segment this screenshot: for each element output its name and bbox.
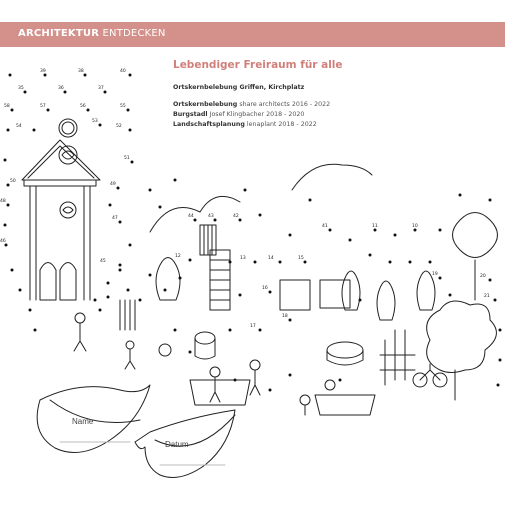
dot-number: 37 <box>98 85 104 91</box>
dot-number-labels: 39 38 40 35 36 37 58 57 56 55 54 53 52 5… <box>0 68 490 329</box>
credit-label: Landschaftsplanung <box>173 121 245 128</box>
dot-number: 46 <box>0 238 6 244</box>
dot-number: 48 <box>0 198 6 204</box>
credit-line: Burgstadl Josef Klingbacher 2018 - 2020 <box>173 111 304 118</box>
dot-number: 13 <box>240 255 246 261</box>
leaf-name-field[interactable] <box>36 384 151 453</box>
dot-number: 42 <box>233 213 239 219</box>
dot-number: 55 <box>120 103 126 109</box>
dot-number: 11 <box>372 223 378 229</box>
credit-value: share architects 2016 - 2022 <box>239 101 331 108</box>
dot-number: 36 <box>58 85 64 91</box>
dot-number: 17 <box>250 323 256 329</box>
dot-number: 49 <box>110 181 116 187</box>
dot-number: 54 <box>16 123 22 129</box>
credit-line: Landschaftsplanung lenaplant 2018 - 2022 <box>173 121 317 128</box>
dot-number: 20 <box>480 273 486 279</box>
dot-pattern <box>3 73 502 392</box>
dot-number: 16 <box>262 285 268 291</box>
header-banner: ARCHITEKTUR ENTDECKEN <box>0 22 505 47</box>
banner-title-bold: ARCHITEKTUR <box>18 28 100 39</box>
dot-number: 12 <box>175 253 181 259</box>
dot-number: 19 <box>432 271 438 277</box>
dot-number: 38 <box>78 68 84 74</box>
church-tower-drawing <box>21 118 101 301</box>
stage-drawing <box>199 224 351 311</box>
dot-number: 14 <box>268 255 274 261</box>
cloud-drawing <box>149 163 373 233</box>
name-field-label: Name <box>72 417 94 426</box>
dot-number: 35 <box>18 85 24 91</box>
project-subtitle: Ortskernbelebung Griffen, Kirchplatz <box>173 84 305 91</box>
dot-number: 43 <box>208 213 214 219</box>
fence-drawing <box>119 299 416 386</box>
dot-number: 53 <box>92 118 98 124</box>
dot-number: 56 <box>80 103 86 109</box>
dot-number: 45 <box>100 258 106 264</box>
dot-number: 39 <box>40 68 46 74</box>
dot-number: 44 <box>188 213 194 219</box>
dot-number: 18 <box>282 313 288 319</box>
banner-title: ARCHITEKTUR ENTDECKEN <box>18 28 166 39</box>
dot-number: 41 <box>322 223 328 229</box>
credit-label: Ortskernbelebung <box>173 101 238 108</box>
dot-number: 51 <box>124 155 130 161</box>
dot-number: 10 <box>412 223 418 229</box>
banner-title-light: ENTDECKEN <box>102 28 166 39</box>
leaf-date-field[interactable] <box>134 409 236 478</box>
trees-drawing <box>155 212 498 401</box>
credit-value: Josef Klingbacher 2018 - 2020 <box>209 111 305 118</box>
date-field-label: Datum <box>165 440 189 449</box>
dot-number: 52 <box>116 123 122 129</box>
page-title: Lebendiger Freiraum für alle <box>173 59 343 71</box>
playground-drawing <box>73 312 448 416</box>
dot-number: 40 <box>120 68 126 74</box>
dot-number: 15 <box>298 255 304 261</box>
dot-number: 57 <box>40 103 46 109</box>
credit-line: Ortskernbelebung share architects 2016 -… <box>173 101 330 108</box>
dot-number: 21 <box>484 293 490 299</box>
dot-number: 50 <box>10 178 16 184</box>
credit-label: Burgstadl <box>173 111 208 118</box>
credit-value: lenaplant 2018 - 2022 <box>246 121 317 128</box>
dot-number: 58 <box>4 103 10 109</box>
dot-number: 47 <box>112 215 118 221</box>
